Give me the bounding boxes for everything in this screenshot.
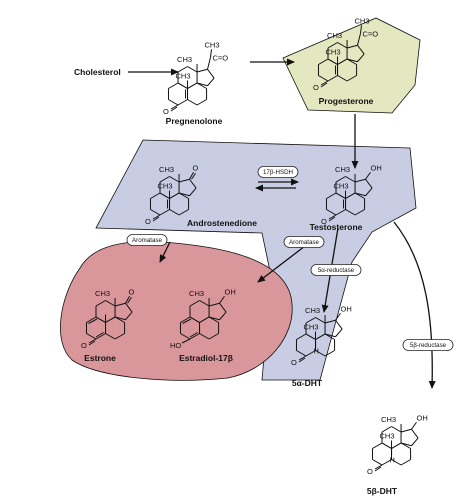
androstenedione-label: Androstenedione [187,218,257,228]
carbonyl-label: C=O [213,53,229,62]
methyl-label: CH3 [159,165,174,174]
oxygen-label: O [163,107,169,116]
arrow-testosterone-to-estradiol [257,245,306,283]
oxygen-label: O [367,467,373,476]
hydroxyl-label: HO [170,341,181,350]
methyl-label: CH3 [355,16,370,25]
arrow-testosterone-to-5b-dht [393,221,436,389]
hydroxyl-label: OH [417,413,428,422]
oxygen-label: O [291,358,297,367]
methyl-label: CH3 [380,432,395,441]
methyl-label: CH3 [205,40,220,49]
estrone-label: Estrone [84,353,116,363]
progesterone-region [282,17,421,114]
methyl-label: CH3 [158,182,173,191]
enzyme-aromatase-estrone: Aromatase [126,234,168,246]
hydroxyl-label: OH [341,304,352,313]
enzyme-17b-hsdh-text: 17β-HSDH [263,169,293,176]
methyl-label: CH3 [327,31,342,40]
enzyme-5a-reductase: 5α-reductase [310,264,362,276]
methyl-label: CH3 [95,289,110,298]
enzyme-5a-reductase-text: 5α-reductase [318,267,355,274]
estradiol-label: Estradiol-17β [179,353,233,363]
progesterone-label: Progesterone [319,96,374,106]
oxygen-label: O [193,163,199,172]
enzyme-5b-reductase: 5β-reductase [402,339,454,351]
hydroxyl-label: OH [225,287,236,296]
five-beta-dht-label: 5β-DHT [367,486,398,496]
pregnenolone-label: Pregnenolone [166,116,223,126]
enzyme-aromatase-estradiol: Aromatase [283,236,325,248]
enzyme-aromatase-estradiol-text: Aromatase [289,239,319,246]
carbonyl-label: C=O [363,29,379,38]
oxygen-label: O [129,287,135,296]
hydrogen-label: H [314,347,319,356]
five-alpha-dht-label: 5α-DHT [292,378,323,388]
hydrogen-label: H [390,456,395,465]
arrow-androstenedione-to-estrone [159,241,171,263]
hydroxyl-label: OH [371,163,382,172]
enzyme-5b-reductase-text: 5β-reductase [410,342,447,349]
estrogen-region [60,241,293,381]
oxygen-label: O [313,83,319,92]
enzyme-17b-hsdh: 17β-HSDH [257,166,299,178]
methyl-label: CH3 [305,306,320,315]
methyl-label: CH3 [177,55,192,64]
testosterone-label: Testosterone [310,222,363,232]
methyl-label: CH3 [304,323,319,332]
methyl-label: CH3 [326,48,341,57]
methyl-label: CH3 [381,415,396,424]
cholesterol-label: Cholesterol [74,67,121,77]
methyl-label: CH3 [176,72,191,81]
oxygen-label: O [81,341,87,350]
oxygen-label: O [145,217,151,226]
methyl-label: CH3 [189,289,204,298]
methyl-label: CH3 [334,182,349,191]
methyl-label: CH3 [335,165,350,174]
enzyme-aromatase-estrone-text: Aromatase [132,237,162,244]
oxygen-label: O [321,217,327,226]
